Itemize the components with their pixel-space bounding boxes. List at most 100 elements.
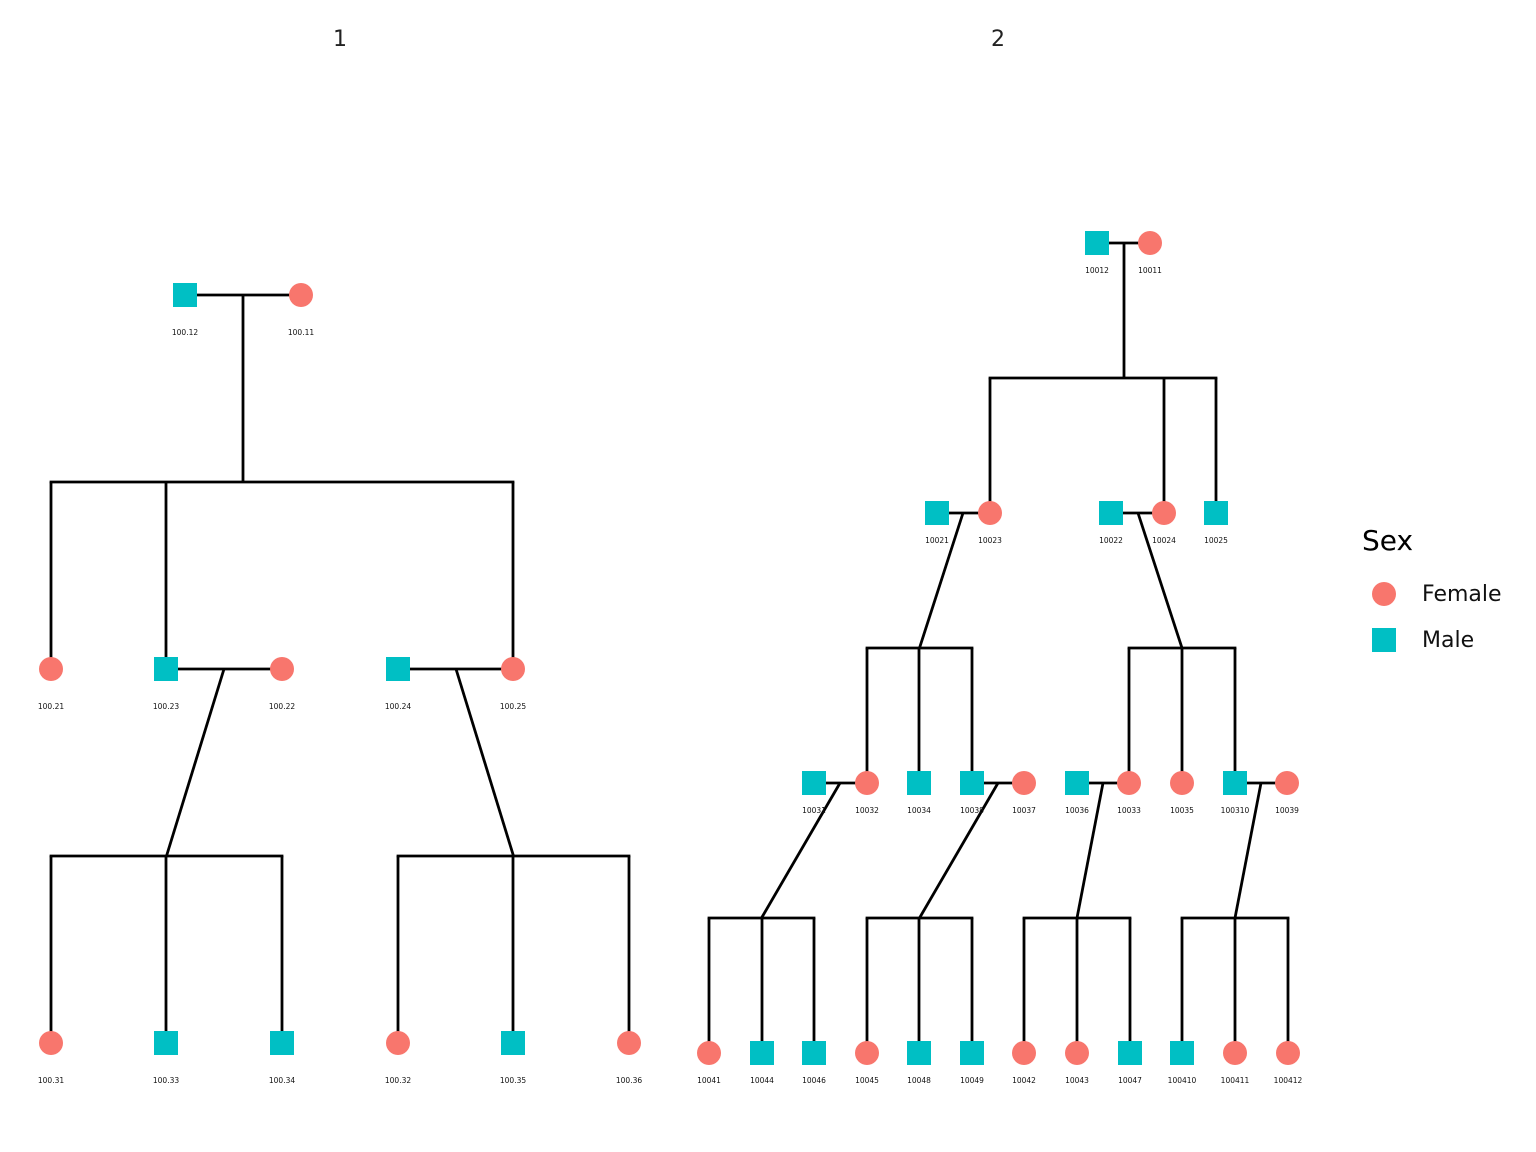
individual-id-label: 10037 bbox=[1012, 806, 1036, 815]
individual-id-label: 10039 bbox=[1275, 806, 1299, 815]
individual-male-100-24 bbox=[386, 657, 410, 681]
individual-female-10045 bbox=[855, 1041, 879, 1065]
descent-line bbox=[165, 668, 226, 857]
individual-id-label: 10024 bbox=[1152, 536, 1176, 545]
legend-item-female: Female bbox=[1362, 571, 1532, 617]
individual-female-10041 bbox=[697, 1041, 721, 1065]
descent-line bbox=[918, 512, 965, 649]
individual-female-100-22 bbox=[270, 657, 294, 681]
individual-id-label: 10045 bbox=[855, 1076, 879, 1085]
individual-male-100410 bbox=[1170, 1041, 1194, 1065]
individual-female-10011 bbox=[1138, 231, 1162, 255]
pedigree-individuals bbox=[39, 231, 1300, 1065]
pedigree-links bbox=[49, 241, 1290, 1053]
legend-key-male bbox=[1362, 625, 1406, 655]
pedigree-id-labels: 100.12 100.11 100.21 100.23 100.22 100.24 100.… bbox=[38, 266, 1303, 1085]
individual-male-10049 bbox=[960, 1041, 984, 1065]
individual-female-10023 bbox=[978, 501, 1002, 525]
individual-female-10033 bbox=[1117, 771, 1141, 795]
individual-male-10046 bbox=[802, 1041, 826, 1065]
individual-id-label: 10025 bbox=[1204, 536, 1228, 545]
individual-male-100-33 bbox=[154, 1031, 178, 1055]
individual-female-10039 bbox=[1275, 771, 1299, 795]
legend: Sex Female Male bbox=[1362, 524, 1532, 663]
individual-female-10037 bbox=[1012, 771, 1036, 795]
individual-female-100-36 bbox=[617, 1031, 641, 1055]
individual-id-label: 10043 bbox=[1065, 1076, 1089, 1085]
individual-male-10047 bbox=[1118, 1041, 1142, 1065]
individual-id-label: 100.34 bbox=[269, 1076, 295, 1085]
individual-female-100-31 bbox=[39, 1031, 63, 1055]
individual-id-label: 10012 bbox=[1085, 266, 1109, 275]
individual-id-label: 100410 bbox=[1168, 1076, 1197, 1085]
individual-id-label: 10033 bbox=[1117, 806, 1141, 815]
individual-id-label: 10022 bbox=[1099, 536, 1123, 545]
descent-line bbox=[1075, 782, 1105, 919]
individual-male-10044 bbox=[750, 1041, 774, 1065]
individual-female-100-25 bbox=[501, 657, 525, 681]
individual-male-100-23 bbox=[154, 657, 178, 681]
legend-label-male: Male bbox=[1422, 627, 1475, 653]
panel-title-1: 1 bbox=[333, 27, 347, 52]
individual-female-10042 bbox=[1012, 1041, 1036, 1065]
individual-id-label: 100.22 bbox=[269, 702, 295, 711]
individual-male-10021 bbox=[925, 501, 949, 525]
legend-key-female bbox=[1362, 579, 1406, 609]
individual-male-10038 bbox=[960, 771, 984, 795]
individual-id-label: 100.31 bbox=[38, 1076, 64, 1085]
individual-id-label: 10042 bbox=[1012, 1076, 1036, 1085]
descent-line bbox=[918, 782, 1000, 919]
individual-id-label: 100.33 bbox=[153, 1076, 179, 1085]
individual-male-10034 bbox=[907, 771, 931, 795]
individual-id-label: 10047 bbox=[1118, 1076, 1142, 1085]
individual-id-label: 10049 bbox=[960, 1076, 984, 1085]
descent-line bbox=[760, 782, 842, 919]
individual-id-label: 10031 bbox=[802, 806, 826, 815]
individual-id-label: 100.11 bbox=[288, 328, 314, 337]
individual-female-10035 bbox=[1170, 771, 1194, 795]
female-circle-icon bbox=[1372, 582, 1396, 606]
descent-line bbox=[1136, 512, 1184, 649]
individual-female-100412 bbox=[1276, 1041, 1300, 1065]
individual-id-label: 100411 bbox=[1221, 1076, 1250, 1085]
individual-id-label: 10034 bbox=[907, 806, 931, 815]
individual-id-label: 100.35 bbox=[500, 1076, 526, 1085]
individual-female-100-11 bbox=[289, 283, 313, 307]
individual-id-label: 100.32 bbox=[385, 1076, 411, 1085]
individual-id-label: 10021 bbox=[925, 536, 949, 545]
individual-male-10031 bbox=[802, 771, 826, 795]
individual-female-100-32 bbox=[386, 1031, 410, 1055]
individual-male-100310 bbox=[1223, 771, 1247, 795]
individual-female-10043 bbox=[1065, 1041, 1089, 1065]
individual-male-100-12 bbox=[173, 283, 197, 307]
individual-id-label: 100.23 bbox=[153, 702, 179, 711]
individual-male-100-35 bbox=[501, 1031, 525, 1055]
individual-id-label: 10036 bbox=[1065, 806, 1089, 815]
individual-male-10025 bbox=[1204, 501, 1228, 525]
panel-title-2: 2 bbox=[991, 27, 1005, 52]
individual-id-label: 10044 bbox=[750, 1076, 774, 1085]
individual-female-100411 bbox=[1223, 1041, 1247, 1065]
individual-id-label: 10048 bbox=[907, 1076, 931, 1085]
individual-id-label: 10032 bbox=[855, 806, 879, 815]
individual-female-100-21 bbox=[39, 657, 63, 681]
individual-male-10048 bbox=[907, 1041, 931, 1065]
individual-id-label: 100.25 bbox=[500, 702, 526, 711]
individual-male-10036 bbox=[1065, 771, 1089, 795]
individual-id-label: 10035 bbox=[1170, 806, 1194, 815]
individual-id-label: 100.21 bbox=[38, 702, 64, 711]
individual-id-label: 100310 bbox=[1221, 806, 1250, 815]
individual-id-label: 100.12 bbox=[172, 328, 198, 337]
individual-id-label: 100412 bbox=[1274, 1076, 1303, 1085]
individual-female-10024 bbox=[1152, 501, 1176, 525]
descent-line bbox=[1233, 782, 1263, 919]
individual-id-label: 10023 bbox=[978, 536, 1002, 545]
individual-id-label: 10046 bbox=[802, 1076, 826, 1085]
individual-id-label: 10011 bbox=[1138, 266, 1162, 275]
individual-id-label: 10038 bbox=[960, 806, 984, 815]
individual-female-10032 bbox=[855, 771, 879, 795]
individual-id-label: 100.24 bbox=[385, 702, 411, 711]
individual-id-label: 100.36 bbox=[616, 1076, 642, 1085]
descent-line bbox=[454, 668, 515, 857]
